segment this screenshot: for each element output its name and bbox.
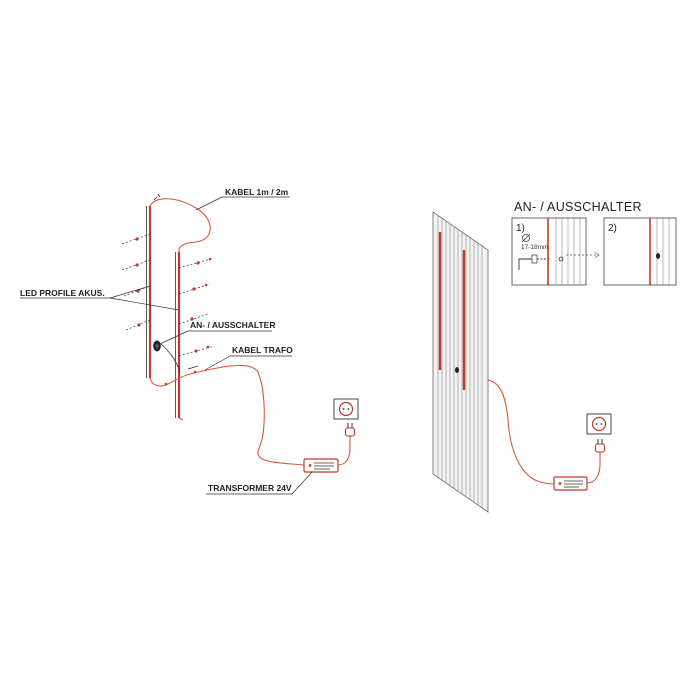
transformer-box-icon: [303, 458, 339, 473]
transformer-box-icon-right: [553, 476, 588, 491]
callout-kabel-length: KABEL 1m / 2m: [195, 187, 290, 211]
left-assembly: KABEL 1m / 2m LED PROFILE AKUS. AN- / AU…: [20, 187, 359, 495]
installed-switch-icon: [656, 253, 660, 259]
mounting-screws: [121, 233, 215, 357]
step-1-box: 1) 17-18mm: [511, 217, 587, 286]
label-led-profile: LED PROFILE AKUS.: [20, 288, 105, 298]
right-assembly: AN- / AUSSCHALTER 1) 17-18mm: [432, 200, 677, 513]
trafo-cable: [189, 364, 305, 466]
switch-button-icon: [153, 340, 161, 352]
cable-loop: [149, 198, 211, 253]
callout-transformer: TRANSFORMER 24V: [206, 471, 313, 495]
label-transformer: TRANSFORMER 24V: [208, 483, 292, 493]
wall-socket-icon-right: [586, 413, 612, 435]
callout-switch-left: AN- / AUSSCHALTER: [159, 320, 275, 345]
switch-detail-inset: AN- / AUSSCHALTER 1) 17-18mm: [511, 200, 677, 286]
acoustic-panel: [432, 211, 489, 513]
led-profile-long: [146, 206, 152, 378]
label-switch-left: AN- / AUSSCHALTER: [190, 320, 275, 330]
panel-switch-icon: [455, 367, 459, 373]
callout-kabel-trafo: KABEL TRAFO: [204, 345, 293, 371]
drill-diameter-icon: [521, 233, 531, 243]
power-plug-icon-right: [594, 439, 606, 453]
label-drill-size: 17-18mm: [521, 244, 548, 251]
power-plug-icon: [344, 423, 356, 437]
label-kabel-trafo: KABEL TRAFO: [232, 345, 293, 355]
callout-led-profile: LED PROFILE AKUS.: [20, 285, 180, 311]
step-2-box: 2): [603, 217, 677, 286]
label-step-2: 2): [608, 223, 617, 234]
led-profile-short: [175, 252, 181, 418]
wall-socket-icon: [333, 398, 359, 420]
label-switch-right-title: AN- / AUSSCHALTER: [514, 200, 642, 214]
label-kabel-length: KABEL 1m / 2m: [225, 187, 289, 197]
label-step-1: 1): [516, 223, 525, 234]
